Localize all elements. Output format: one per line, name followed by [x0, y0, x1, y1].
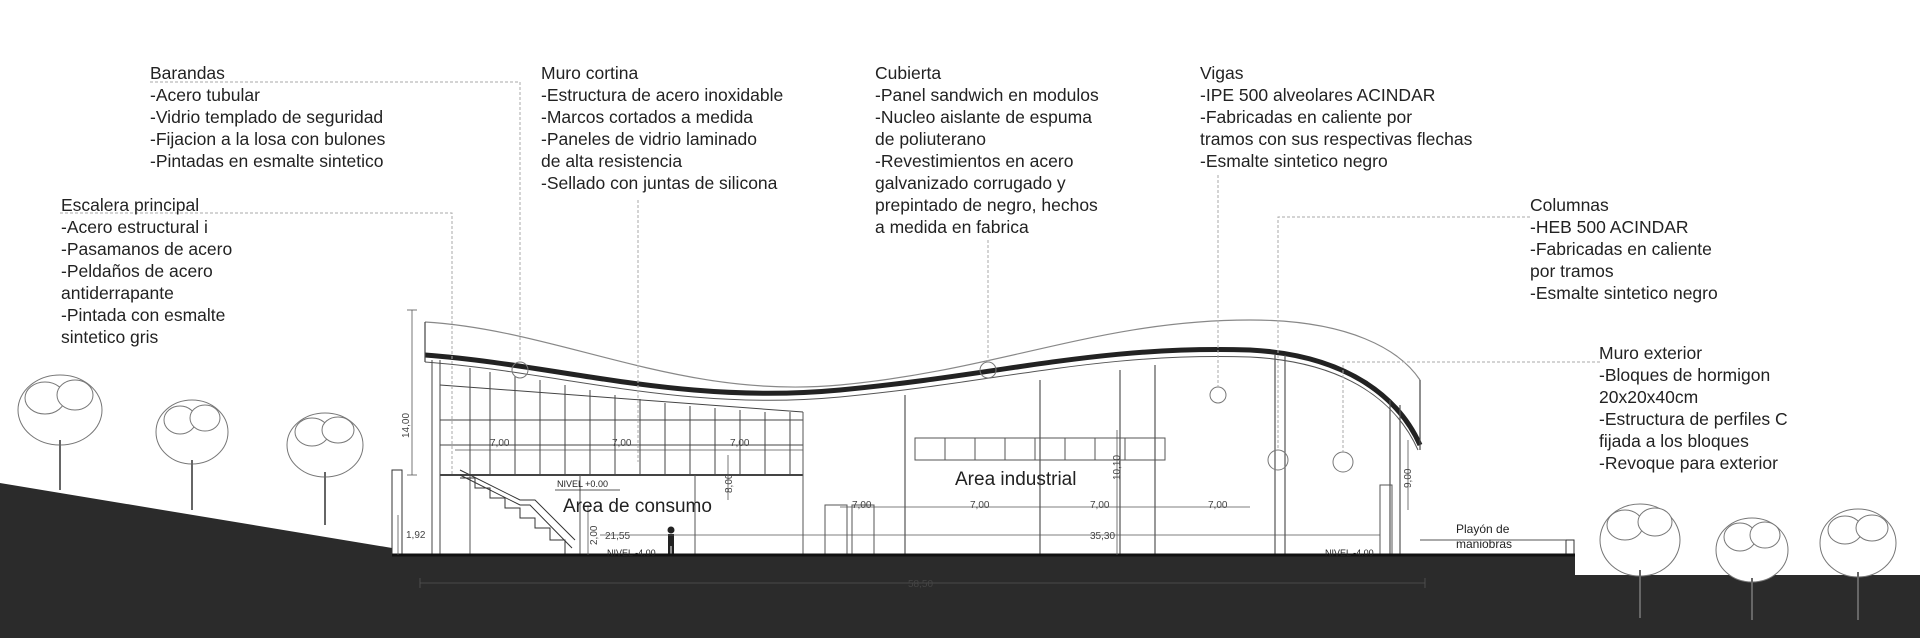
- note-line: -Paneles de vidrio laminado: [541, 129, 757, 149]
- note-line: -Pintadas en esmalte sintetico: [150, 151, 384, 171]
- human-figure: [667, 526, 675, 555]
- note-vigas-title: Vigas: [1200, 63, 1244, 83]
- note-line: -Estructura de acero inoxidable: [541, 85, 784, 105]
- note-muro-cortina: Muro cortina -Estructura de acero inoxid…: [541, 62, 783, 194]
- retaining-wall-left: [391, 469, 403, 556]
- dim-total-58-50: 58,50: [908, 579, 933, 590]
- tree-4: [1599, 503, 1681, 618]
- note-line: galvanizado corrugado y: [875, 173, 1066, 193]
- note-line: a medida en fabrica: [875, 217, 1029, 237]
- curtain-wall: [431, 360, 804, 555]
- note-line: tramos con sus respectivas flechas: [1200, 129, 1473, 149]
- note-barandas-title: Barandas: [150, 63, 225, 83]
- note-line: -Nucleo aislante de espuma: [875, 107, 1092, 127]
- dim-height-1-92: 1,92: [406, 530, 426, 541]
- tree-1: [17, 374, 103, 490]
- note-line: de alta resistencia: [541, 151, 683, 171]
- note-line: -Esmalte sintetico negro: [1530, 283, 1718, 303]
- dim-span-7-a: 7,00: [490, 438, 510, 449]
- note-line: -Vidrio templado de seguridad: [150, 107, 384, 127]
- level-label-4-right: NIVEL -4.00: [1325, 548, 1374, 558]
- leader-lines: [60, 81, 1600, 475]
- playon-label-1: Playón de: [1456, 522, 1510, 536]
- note-line: -Revestimientos en acero: [875, 151, 1074, 171]
- terrain-left: [0, 483, 392, 638]
- dim-height-10-10: 10,10: [1112, 455, 1123, 480]
- interior-walls: [469, 412, 875, 556]
- area-industrial-label: Area industrial: [955, 469, 1076, 490]
- playon-label-2: maniobras: [1456, 537, 1512, 551]
- main-stair: [459, 469, 576, 555]
- note-line: -IPE 500 alveolares ACINDAR: [1200, 85, 1436, 105]
- note-escalera: Escalera principal -Acero estructural i …: [61, 194, 232, 348]
- note-cubierta: Cubierta -Panel sandwich en modulos -Nuc…: [875, 62, 1099, 238]
- note-escalera-title: Escalera principal: [61, 195, 200, 215]
- note-line: prepintado de negro, hechos: [875, 195, 1098, 215]
- note-vigas: Vigas -IPE 500 alveolares ACINDAR -Fabri…: [1200, 62, 1472, 172]
- tree-6: [1819, 508, 1897, 620]
- note-columnas-title: Columnas: [1530, 195, 1609, 215]
- level-label-4-left: NIVEL -4.00: [607, 548, 656, 558]
- level-label-0: NIVEL +0.00: [557, 479, 608, 489]
- note-line: -Bloques de hormigon: [1599, 365, 1771, 385]
- tree-2: [155, 399, 229, 510]
- note-line: -Acero tubular: [150, 85, 260, 105]
- dimension-lines: [397, 309, 1426, 588]
- note-line: -Pasamanos de acero: [61, 239, 233, 259]
- note-line: -HEB 500 ACINDAR: [1530, 217, 1689, 237]
- note-line: -Fijacion a la losa con bulones: [150, 129, 386, 149]
- dim-21-55: 21,55: [605, 531, 630, 542]
- tree-5: [1715, 517, 1789, 620]
- note-line: -Acero estructural i: [61, 217, 208, 237]
- note-line: sintetico gris: [61, 327, 159, 347]
- terrain-right: [1575, 575, 1920, 638]
- note-line: -Pintada con esmalte: [61, 305, 226, 325]
- terrain-main: [392, 555, 1575, 638]
- dim-height-14: 14,00: [401, 413, 412, 438]
- area-consumo-label: Area de consumo: [563, 496, 712, 517]
- note-line: -Esmalte sintetico negro: [1200, 151, 1388, 171]
- note-line: -Peldaños de acero: [61, 261, 213, 281]
- roof-slab: [424, 346, 1423, 447]
- note-line: -Fabricadas en caliente por: [1200, 107, 1413, 127]
- note-muro-exterior: Muro exterior -Bloques de hormigon 20x20…: [1599, 342, 1788, 474]
- note-line: -Fabricadas en caliente: [1530, 239, 1712, 259]
- dim-span-7-e: 7,00: [970, 500, 990, 511]
- note-line: 20x20x40cm: [1599, 387, 1699, 407]
- note-line: -Sellado con juntas de silicona: [541, 173, 778, 193]
- note-line: fijada a los bloques: [1599, 431, 1749, 451]
- dim-height-8: 8,00: [724, 473, 735, 493]
- dim-span-7-b: 7,00: [612, 438, 632, 449]
- note-line: -Estructura de perfiles C: [1599, 409, 1788, 429]
- industrial-windows: [914, 437, 1393, 556]
- note-columnas: Columnas -HEB 500 ACINDAR -Fabricadas en…: [1530, 194, 1718, 304]
- tree-3: [286, 412, 364, 525]
- note-line: -Marcos cortados a medida: [541, 107, 754, 127]
- dim-span-7-f: 7,00: [1090, 500, 1110, 511]
- note-line: antiderrapante: [61, 283, 174, 303]
- note-line: -Revoque para exterior: [1599, 453, 1778, 473]
- note-line: de poliuterano: [875, 129, 986, 149]
- dim-height-9: 9,00: [1403, 468, 1414, 488]
- roof-inner: [424, 355, 1419, 451]
- note-muro-exterior-title: Muro exterior: [1599, 343, 1703, 363]
- note-barandas: Barandas -Acero tubular -Vidrio templado…: [150, 62, 385, 172]
- dim-span-7-d: 7,00: [852, 500, 872, 511]
- dim-35-30: 35,30: [1090, 531, 1115, 542]
- note-line: -Panel sandwich en modulos: [875, 85, 1099, 105]
- note-muro-cortina-title: Muro cortina: [541, 63, 639, 83]
- dim-height-2: 2,00: [589, 525, 600, 545]
- note-cubierta-title: Cubierta: [875, 63, 942, 83]
- industrial-columns: [904, 355, 1401, 555]
- dim-span-7-g: 7,00: [1208, 500, 1228, 511]
- note-line: por tramos: [1530, 261, 1614, 281]
- dim-span-7-c: 7,00: [730, 438, 750, 449]
- roof-outer: [424, 319, 1421, 388]
